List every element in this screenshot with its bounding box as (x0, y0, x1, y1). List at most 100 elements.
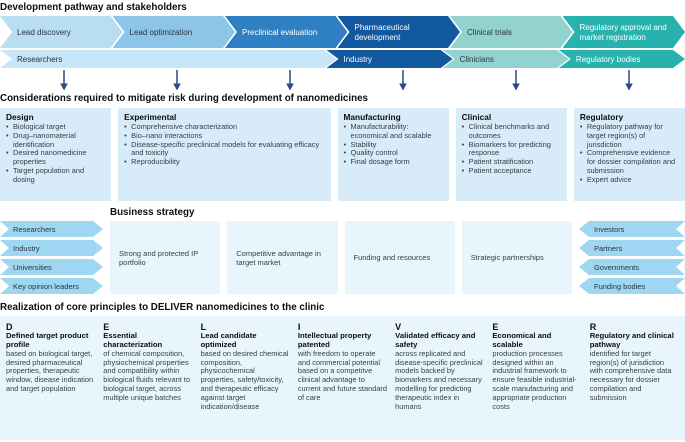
business-strategy-row: Researchers Industry Universities Key op… (0, 221, 685, 294)
business-left-actors: Researchers Industry Universities Key op… (0, 221, 103, 294)
band-label: Industry (343, 54, 372, 64)
consideration-item: Desired nanomedicine properties (6, 149, 105, 167)
business-box-strategic-partnerships: Strategic partnerships (461, 221, 572, 294)
actor-chevron-researchers: Researchers (0, 221, 103, 237)
stakeholder-band-industry: Industry (327, 50, 453, 68)
down-arrow-icon (624, 69, 633, 90)
deliver-body: of chemical composition, physiochemical … (103, 348, 190, 402)
deliver-body: based on desired chemical composition, p… (200, 348, 289, 411)
consideration-list: Regulatory pathway for target region(s) … (580, 122, 679, 185)
deliver-body: across replicated and disease-specific p… (395, 348, 483, 411)
consideration-item: Clinical benchmarks and outcomes (462, 122, 561, 141)
actor-chevron-partners: Partners (579, 240, 685, 256)
considerations-heading: Considerations required to mitigate risk… (0, 93, 368, 104)
consideration-item: Reproducibility (124, 157, 324, 167)
pathway-stage-preclinical-evaluation: Preclinical evaluation (225, 16, 348, 48)
deliver-title: Lead candidate optimized (200, 331, 257, 349)
business-box-ip-portfolio: Strong and protected IP portfolio (110, 221, 221, 294)
deliver-column-d: D Defined target product profile based o… (6, 322, 95, 434)
deliver-title: Regulatory and clinical pathway (589, 331, 674, 349)
box-title: Experimental (124, 112, 177, 122)
stakeholder-band-row: Researchers Industry Clinicians Regulato… (0, 50, 685, 68)
deliver-column-v: V Validated efficacy and safety across r… (395, 322, 484, 434)
actor-chevron-key-opinion-leaders: Key opinion leaders (0, 278, 103, 294)
stage-label: Preclinical evaluation (242, 27, 318, 37)
deliver-letter: E (103, 322, 110, 332)
consideration-item: Regulatory pathway for target region(s) … (580, 122, 679, 149)
arrow-cell (234, 69, 347, 91)
down-arrow-icon (511, 69, 520, 90)
box-title: Manufacturing (343, 112, 401, 122)
consideration-list: Comprehensive characterization Bio–nano … (124, 122, 324, 167)
deliver-title: Defined target product profile (6, 331, 89, 349)
deliver-letter: R (589, 322, 597, 332)
deliver-title: Economical and scalable (492, 331, 552, 349)
actor-chevron-funding-bodies: Funding bodies (579, 278, 685, 294)
flow-arrow-row (0, 69, 685, 91)
actor-chevron-industry: Industry (0, 240, 103, 256)
down-arrow-icon (399, 69, 407, 90)
deliver-letter: E (492, 322, 499, 332)
considerations-box-manufacturing: Manufacturing Manufacturability: economi… (337, 108, 449, 201)
box-title: Design (6, 112, 34, 122)
consideration-item: Final dosage form (344, 157, 443, 167)
deliver-letter: I (297, 322, 301, 332)
pathway-stage-pharmaceutical-development: Pharmaceutical development (338, 16, 461, 48)
consideration-item: Comprehensive characterization (124, 122, 324, 132)
deliver-column-i: I Intellectual property patented with fr… (298, 322, 387, 434)
down-arrow-icon (173, 69, 182, 90)
business-box-funding-resources: Funding and resources (344, 221, 455, 294)
stage-label: Clinical trials (467, 27, 512, 37)
pathway-stage-regulatory-approval: Regulatory approval and market registrat… (563, 16, 685, 48)
deliver-title: Intellectual property patented (297, 331, 372, 349)
deliver-title: Essential characterization (103, 331, 163, 349)
deliver-title: Validated efficacy and safety (395, 331, 476, 349)
business-box-competitive-advantage: Competitive advantage in target market (227, 221, 338, 294)
box-label: Strong and protected IP portfolio (119, 248, 199, 267)
band-label: Clinicians (459, 54, 494, 64)
arrow-cell (459, 69, 572, 91)
actor-chevron-governments: Governments (579, 259, 685, 275)
stakeholder-band-researchers: Researchers (0, 50, 337, 68)
deliver-heading: Realization of core principles to DELIVE… (0, 302, 325, 313)
business-strategy-heading: Business strategy (110, 207, 195, 218)
actor-chevron-investors: Investors (579, 221, 685, 237)
box-label: Strategic partnerships (470, 253, 544, 262)
consideration-item: Biomarkers for predicting response (462, 140, 561, 159)
box-title: Clinical (461, 112, 492, 122)
arrow-cell (8, 69, 121, 91)
consideration-item: Expert advice (580, 175, 679, 185)
deliver-principles-box: D Defined target product profile based o… (0, 316, 685, 440)
stakeholder-band-regulatory-bodies: Regulatory bodies (559, 50, 685, 68)
considerations-box-clinical: Clinical Clinical benchmarks and outcome… (455, 108, 567, 201)
band-label: Researchers (17, 54, 63, 64)
deliver-body: based on biological target, desired phar… (6, 348, 94, 393)
deliver-body: identified for target region(s) of juris… (589, 348, 672, 402)
consideration-item: Target population and dosing (6, 166, 105, 185)
consideration-item: Comprehensive evidence for dossier compi… (580, 148, 679, 175)
considerations-box-experimental: Experimental Comprehensive characterizat… (118, 108, 331, 201)
box-label: Funding and resources (353, 253, 431, 262)
pathway-stage-lead-optimization: Lead optimization (113, 16, 236, 48)
deliver-column-e2: E Economical and scalable production pro… (492, 322, 581, 434)
deliver-column-r: R Regulatory and clinical pathway identi… (590, 322, 679, 434)
stage-label: Regulatory approval and market registrat… (579, 23, 667, 42)
arrow-cell (572, 69, 685, 91)
consideration-list: Clinical benchmarks and outcomes Biomark… (462, 122, 561, 176)
consideration-item: Patient acceptance (462, 166, 561, 176)
down-arrow-icon (60, 69, 69, 90)
stakeholder-band-clinicians: Clinicians (443, 50, 569, 68)
consideration-item: Manufacturability: economical and scalab… (344, 122, 443, 141)
deliver-body: production processes designed within an … (492, 348, 577, 411)
down-arrow-icon (286, 69, 294, 90)
box-label: Competitive advantage in target market (236, 248, 321, 267)
stage-label: Lead discovery (17, 27, 71, 37)
consideration-item: Quality control (344, 149, 443, 158)
deliver-letter: L (200, 322, 207, 332)
consideration-item: Disease-specific preclinical models for … (124, 140, 324, 159)
considerations-box-regulatory: Regulatory Regulatory pathway for target… (573, 108, 685, 201)
consideration-item: Patient stratification (462, 157, 561, 167)
deliver-column-e1: E Essential characterization of chemical… (103, 322, 192, 434)
pathway-stage-lead-discovery: Lead discovery (0, 16, 123, 48)
deliver-letter: D (6, 322, 13, 332)
